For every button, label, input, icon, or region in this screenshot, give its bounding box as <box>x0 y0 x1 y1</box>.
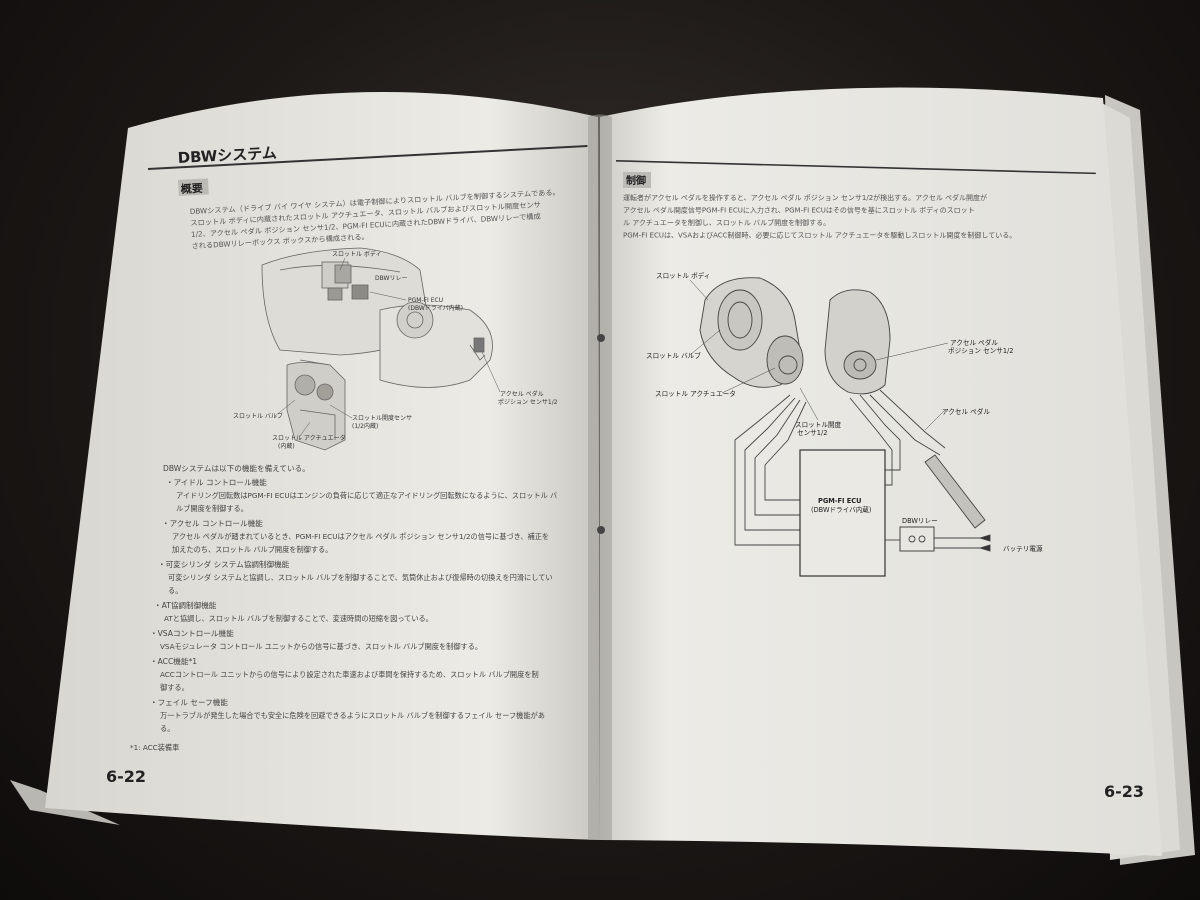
function-text: アイドリング回転数はPGM-FI ECUはエンジンの負荷に応じて適正なアイドリン… <box>176 491 557 500</box>
function-text: *1: ACC装備車 <box>130 743 179 752</box>
svg-text:センサ1/2: センサ1/2 <box>797 429 827 437</box>
left-diagram <box>261 247 493 451</box>
function-text: ACCコントロール ユニットからの信号により設定された車速および車間を保持するた… <box>160 670 539 679</box>
svg-text:スロットル開度センサ: スロットル開度センサ <box>352 414 412 422</box>
right-heading: 制御 <box>626 174 646 187</box>
svg-text:(内蔵): (内蔵) <box>278 442 295 450</box>
function-text: ・可変シリンダ システム協調制御機能 <box>158 559 290 569</box>
svg-text:スロットル バルブ: スロットル バルブ <box>646 351 701 360</box>
function-text: ・AT協調制御機能 <box>154 600 217 610</box>
svg-text:ポジション センサ1/2: ポジション センサ1/2 <box>948 347 1013 355</box>
function-text: ルブ開度を制御する。 <box>176 504 248 513</box>
left-page <box>45 92 600 840</box>
svg-text:(1/2内蔵): (1/2内蔵) <box>352 422 378 430</box>
svg-text:バッテリ電源: バッテリ電源 <box>1003 544 1043 553</box>
left-section-title: DBWシステム <box>177 144 277 167</box>
function-text: ・ACC機能*1 <box>150 656 197 666</box>
svg-text:スロットル ボディ: スロットル ボディ <box>656 271 710 280</box>
function-text: ・アクセル コントロール機能 <box>162 518 263 528</box>
svg-text:DBWリレー: DBWリレー <box>902 517 938 525</box>
svg-text:アクセル ペダル: アクセル ペダル <box>950 338 998 347</box>
function-text: 可変シリンダ システムと協調し、スロットル バルブを制御することで、気筒休止およ… <box>168 573 553 582</box>
text-line: ル アクチュエータを制御し、スロットル バルブ開度を制御する。 <box>623 218 830 227</box>
right-diagram <box>699 277 991 577</box>
function-text: 加えたのち、スロットル バルブ開度を制御する。 <box>172 545 332 554</box>
right-diagram-leaders <box>689 279 949 431</box>
svg-text:PGM-FI ECU: PGM-FI ECU <box>408 297 443 304</box>
function-text: る。 <box>160 724 174 733</box>
svg-text:アクセル ペダル: アクセル ペダル <box>942 407 990 416</box>
function-text: ・アイドル コントロール機能 <box>166 477 267 487</box>
svg-text:スロットル アクチュエータ: スロットル アクチュエータ <box>655 389 736 398</box>
svg-text:スロットル ボディ: スロットル ボディ <box>332 250 382 258</box>
svg-text:PGM-FI ECU: PGM-FI ECU <box>818 497 862 505</box>
svg-text:ポジション センサ1/2: ポジション センサ1/2 <box>498 398 558 406</box>
svg-text:アクセル ペダル: アクセル ペダル <box>500 390 544 398</box>
left-heading: 概要 <box>180 181 203 196</box>
text-line: PGM-FI ECUは、VSAおよびACC制御時、必要に応じてスロットル アクチ… <box>623 231 1016 240</box>
function-text: 御する。 <box>160 683 189 692</box>
function-text: 万一トラブルが発生した場合でも安全に危険を回避できるようにスロットル バルブを制… <box>160 711 545 720</box>
function-text: ATと協調し、スロットル バルブを制御することで、変速時間の短縮を図っている。 <box>164 614 433 623</box>
function-text: る。 <box>168 586 182 595</box>
svg-text:スロットル開度: スロットル開度 <box>795 420 842 429</box>
svg-text:スロットル アクチュエータ: スロットル アクチュエータ <box>272 434 346 442</box>
text-line: アクセル ペダル開度信号PGM-FI ECUに入力され、PGM-FI ECUはそ… <box>623 206 975 215</box>
left-functions: DBWシステムは以下の機能を備えている。・アイドル コントロール機能アイドリング… <box>130 463 557 752</box>
svg-text:DBWリレー: DBWリレー <box>375 275 407 282</box>
text-line: 運転者がアクセル ペダルを操作すると、アクセル ペダル ポジション センサ1/2… <box>623 193 987 202</box>
right-page-content: 制御 運転者がアクセル ペダルを操作すると、アクセル ペダル ポジション センサ… <box>615 160 1144 801</box>
left-page-number: 6-22 <box>106 767 146 786</box>
left-diagram-labels: スロットル ボディ DBWリレー PGM-FI ECU (DBWドライバ内蔵) … <box>233 250 558 450</box>
function-text: ・VSAコントロール機能 <box>150 628 234 638</box>
function-text: VSAモジュレータ コントロール ユニットからの信号に基づき、スロットル バルブ… <box>160 642 482 651</box>
svg-text:(DBWドライバ内蔵): (DBWドライバ内蔵) <box>811 505 871 514</box>
binding-ring-top <box>597 334 605 342</box>
svg-text:スロットル バルブ: スロットル バルブ <box>233 412 283 420</box>
right-page-number: 6-23 <box>1104 782 1144 801</box>
function-text: ・フェイル セーフ機能 <box>150 697 228 707</box>
function-text: アクセル ペダルが踏まれているとき、PGM-FI ECUはアクセル ペダル ポジ… <box>172 532 549 541</box>
left-page-content: DBWシステム 概要 DBWシステム（ドライブ バイ ワイヤ システム）は電子制… <box>106 144 588 786</box>
function-text: DBWシステムは以下の機能を備えている。 <box>163 463 310 473</box>
right-diagram-labels: スロットル ボディ スロットル バルブ スロットル アクチュエータ スロットル開… <box>646 271 1043 553</box>
left-diagram-leaders <box>274 257 501 437</box>
svg-text:(DBWドライバ内蔵): (DBWドライバ内蔵) <box>408 304 463 312</box>
right-intro: 運転者がアクセル ペダルを操作すると、アクセル ペダル ポジション センサ1/2… <box>623 193 1016 240</box>
binding-ring-bottom <box>597 526 605 534</box>
